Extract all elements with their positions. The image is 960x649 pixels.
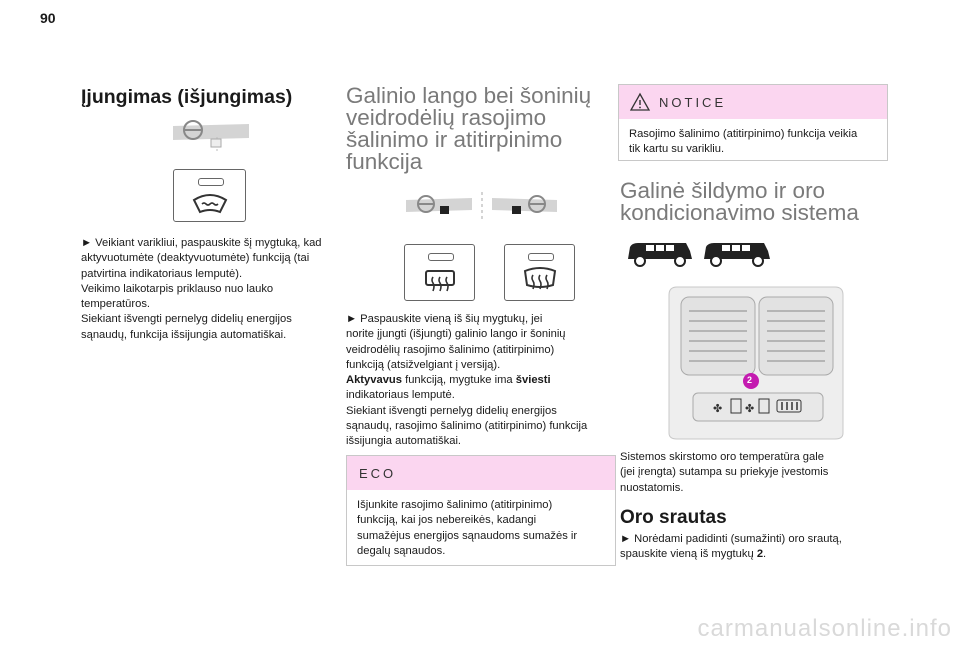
page-number: 90 xyxy=(40,10,56,26)
col3-text: Sistemos skirstomo oro temperatūra gale … xyxy=(620,451,829,494)
svg-text:✤: ✤ xyxy=(713,402,722,415)
notice-text: Rasojimo šalinimo (atitirpinimo) funkcij… xyxy=(629,128,858,156)
callout-2: 2 xyxy=(747,375,753,385)
section-title-rear-defrost: Galinio lango bei šoninių veidrodėlių ra… xyxy=(346,83,592,174)
eco-text: Išjunkite rasojimo šalinimo (atitirpinim… xyxy=(357,499,578,557)
svg-text:✤: ✤ xyxy=(745,402,754,415)
dashboard-location-icon xyxy=(173,120,249,152)
section-title-rear-climate: Galinė šildymo ir oro kondicionavimo sis… xyxy=(620,178,859,225)
mirror-defrost-button xyxy=(504,244,575,301)
notice-heading: NOTICE xyxy=(659,95,727,110)
watermark: carmanualsonline.info xyxy=(697,615,952,642)
eco-box: ECO Išjunkite rasojimo šalinimo (atitirp… xyxy=(346,455,616,566)
col1-text: ► Veikiant varikliui, paspauskite šį myg… xyxy=(81,237,322,341)
windscreen-defrost-icon xyxy=(192,194,228,214)
vehicle-versions-icon xyxy=(628,243,770,267)
rear-window-heat-icon xyxy=(425,270,455,292)
section-title-switching: Įjungimas (išjungimas) xyxy=(81,86,293,108)
eco-heading: ECO xyxy=(359,466,397,481)
warning-triangle-icon xyxy=(629,92,651,111)
notice-box: NOTICE Rasojimo šalinimo (atitirpinimo) … xyxy=(618,84,888,161)
rear-vent-panel-illustration: ✤ ✤ 2 xyxy=(667,283,845,441)
rear-window-location-icon xyxy=(406,192,557,222)
air-flow-text: ► Norėdami padidinti (sumažinti) oro sra… xyxy=(620,533,842,561)
mirror-heat-icon xyxy=(523,267,557,290)
rear-window-defrost-button xyxy=(404,244,475,301)
rear-vent-panel-drawing: ✤ ✤ xyxy=(668,286,844,440)
col2-text: ► Paspauskite vieną iš šių mygtukų, jei … xyxy=(346,313,588,448)
subtitle-air-flow: Oro srautas xyxy=(620,507,727,528)
front-defrost-button xyxy=(173,169,246,222)
